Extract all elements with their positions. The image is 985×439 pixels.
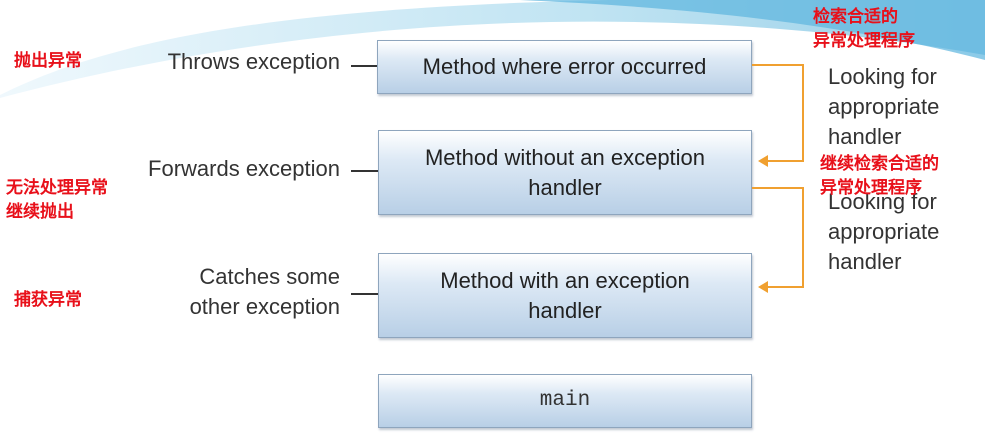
frame-method-with-handler: Method with an exception handler <box>378 253 752 338</box>
frame-method-without-handler: Method without an exception handler <box>378 130 752 215</box>
header-swoosh-decoration <box>0 0 985 98</box>
label-catches-line1: Catches some <box>199 264 340 289</box>
annotation-search-second-line2: 异常处理程序 <box>820 178 922 198</box>
annotation-search-first: 检索合适的 异常处理程序 <box>813 5 915 53</box>
arrow-second-search <box>752 187 804 288</box>
arrowhead-second <box>758 281 768 293</box>
annotation-catch-exception: 捕获异常 <box>14 288 82 312</box>
annotation-cannot-handle: 无法处理异常 继续抛出 <box>6 176 108 224</box>
annotation-throw-exception: 抛出异常 <box>14 49 82 73</box>
search-label-second-line2: appropriate <box>828 219 940 244</box>
annotation-search-first-line1: 检索合适的 <box>813 7 898 27</box>
frame-method-error-occurred-label: Method where error occurred <box>422 54 707 79</box>
label-forwards-exception: Forwards exception <box>90 154 340 184</box>
search-label-second-line1: Looking for <box>828 189 937 214</box>
frame-main-label: main <box>539 389 591 412</box>
label-catches-line2: other exception <box>189 294 340 319</box>
tick-catches <box>351 293 378 295</box>
label-throws-exception-text: Throws exception <box>167 49 340 74</box>
annotation-catch-exception-text: 捕获异常 <box>14 290 82 310</box>
search-label-first-line2: appropriate <box>828 94 940 119</box>
arrowhead-first <box>758 155 768 167</box>
label-throws-exception: Throws exception <box>100 47 340 77</box>
annotation-throw-exception-text: 抛出异常 <box>14 51 82 71</box>
tick-throws <box>351 65 377 67</box>
tick-forwards <box>351 170 378 172</box>
search-label-first-line3: handler <box>828 124 902 149</box>
frame-method-with-handler-line2: handler <box>528 297 602 323</box>
search-label-second-line3: handler <box>828 249 902 274</box>
annotation-search-first-line2: 异常处理程序 <box>813 31 915 51</box>
arrow-first-search <box>752 64 804 162</box>
label-catches-exception: Catches some other exception <box>120 262 340 322</box>
annotation-search-second: 继续检索合适的 异常处理程序 <box>820 152 939 200</box>
annotation-cannot-handle-line2: 继续抛出 <box>6 202 74 222</box>
annotation-cannot-handle-line1: 无法处理异常 <box>6 178 108 198</box>
frame-main: main <box>378 374 752 428</box>
search-label-second: Looking for appropriate handler <box>828 187 939 277</box>
search-label-first-line1: Looking for <box>828 64 937 89</box>
annotation-search-second-line1: 继续检索合适的 <box>820 154 939 174</box>
search-label-first: Looking for appropriate handler <box>828 62 939 152</box>
frame-method-with-handler-line1: Method with an exception <box>440 267 690 293</box>
frame-method-without-handler-line2: handler <box>528 174 602 200</box>
label-forwards-exception-text: Forwards exception <box>148 156 340 181</box>
frame-method-without-handler-line1: Method without an exception <box>424 144 706 170</box>
frame-method-error-occurred: Method where error occurred <box>377 40 752 94</box>
